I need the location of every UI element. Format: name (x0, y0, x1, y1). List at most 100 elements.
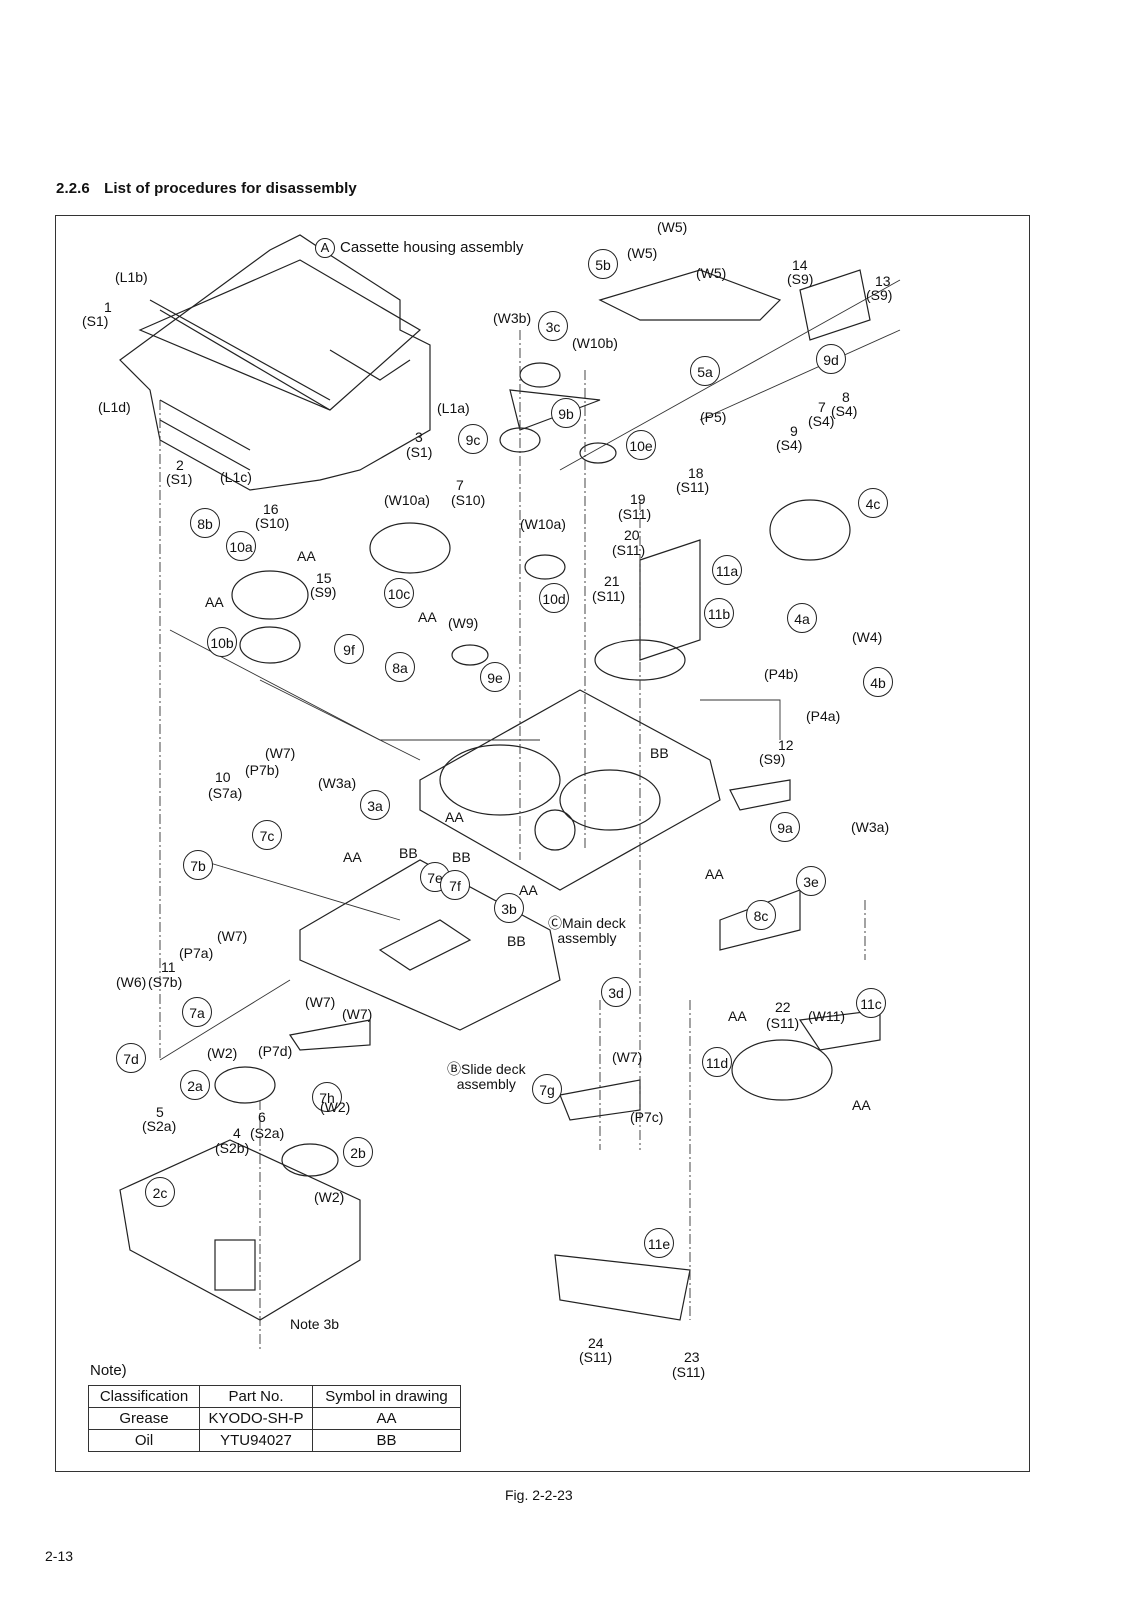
table-header-row: Classification Part No. Symbol in drawin… (88, 1385, 461, 1408)
table-row: Oil YTU94027 BB (88, 1429, 461, 1452)
cell-symbol: AA (312, 1407, 461, 1430)
cell-part-no: YTU94027 (199, 1429, 313, 1452)
gear-10b-top (231, 570, 309, 620)
label-bb-2: BB (452, 849, 471, 865)
label-w7-5: (W7) (612, 1049, 643, 1065)
cell-classification: Oil (88, 1429, 200, 1452)
label-screw-21-num: 21 (604, 573, 620, 589)
section-number: 2.2.6 (56, 180, 90, 197)
assembly-c-line2: assembly (557, 930, 617, 946)
label-screw-23: (S11) (672, 1364, 706, 1380)
label-aa-2: AA (205, 594, 224, 610)
page-number: 2-13 (45, 1548, 74, 1564)
label-bb-3: BB (650, 745, 669, 761)
callout-2c: 2c (145, 1177, 175, 1207)
label-w6: (W6) (116, 974, 147, 990)
drum-4c (769, 499, 851, 561)
part-11b (639, 539, 701, 661)
label-screw-1: (S1) (82, 313, 109, 329)
label-l1d: (L1d) (98, 399, 131, 415)
label-p7d: (P7d) (258, 1043, 293, 1059)
label-screw-20: (S11) (612, 542, 646, 558)
label-aa-3: AA (418, 609, 437, 625)
label-screw-12-num: 12 (778, 737, 794, 753)
label-w10a-1: (W10a) (384, 492, 430, 508)
label-aa-4: AA (445, 809, 464, 825)
callout-11c: 11c (856, 988, 886, 1018)
label-screw-18-num: 18 (688, 465, 704, 481)
callout-3e: 3e (796, 866, 826, 896)
label-screw-5: (S2a) (142, 1118, 177, 1134)
callout-11a: 11a (712, 555, 742, 585)
label-screw-14-num: 14 (792, 257, 808, 273)
label-p4b: (P4b) (764, 666, 799, 682)
callout-3b: 3b (494, 893, 524, 923)
section-heading: List of procedures for disassembly (104, 180, 357, 197)
label-w11: (W11) (808, 1008, 846, 1024)
label-screw-6: (S2a) (250, 1125, 285, 1141)
slide-deck-part (299, 859, 561, 1031)
callout-9e: 9e (480, 662, 510, 692)
label-note-3b: Note 3b (290, 1316, 340, 1332)
label-screw-3-num: 3 (415, 429, 423, 445)
label-l1a: (L1a) (437, 400, 470, 416)
label-screw-9: (S4) (776, 437, 803, 453)
label-screw-10-num: 10 (215, 769, 231, 785)
callout-9a: 9a (770, 812, 800, 842)
callout-4a: 4a (787, 603, 817, 633)
label-bb-1: BB (399, 845, 418, 861)
label-screw-7: (S10) (451, 492, 486, 508)
assembly-b-symbol: Ⓑ (447, 1061, 461, 1077)
label-screw-16: (S10) (255, 515, 290, 531)
label-w7-4: (W7) (342, 1006, 373, 1022)
label-screw-21: (S11) (592, 588, 626, 604)
label-w5-top: (W5) (657, 219, 688, 235)
callout-10a: 10a (226, 531, 256, 561)
gear-3c (519, 362, 561, 388)
callout-5a: 5a (690, 356, 720, 386)
callout-7h: 7h (312, 1082, 342, 1112)
callout-7b: 7b (183, 850, 213, 880)
label-screw-15-num: 15 (316, 570, 332, 586)
callout-8b: 8b (190, 508, 220, 538)
header-classification: Classification (88, 1385, 200, 1408)
part-8c (719, 889, 801, 951)
label-w5-left: (W5) (627, 245, 658, 261)
label-w3a-1: (W3a) (318, 775, 357, 791)
label-aa-1: AA (297, 548, 316, 564)
label-screw-6-num: 6 (258, 1109, 266, 1125)
label-screw-12: (S9) (759, 751, 786, 767)
label-screw-19-num: 19 (630, 491, 646, 507)
label-screw-15: (S9) (310, 584, 337, 600)
callout-9d: 9d (816, 344, 846, 374)
label-w4: (W4) (852, 629, 883, 645)
label-screw-18: (S11) (676, 479, 710, 495)
label-screw-7-s4-num: 7 (818, 399, 826, 415)
gear-10b (239, 626, 301, 664)
gear-2b (281, 1143, 339, 1177)
header-part-no: Part No. (199, 1385, 313, 1408)
label-p7b: (P7b) (245, 762, 280, 778)
label-screw-24-num: 24 (588, 1335, 604, 1351)
label-screw-19: (S11) (618, 506, 652, 522)
figure-caption: Fig. 2-2-23 (505, 1487, 573, 1503)
label-w9: (W9) (448, 615, 479, 631)
label-screw-13: (S9) (866, 287, 893, 303)
part-7h (288, 1019, 371, 1051)
callout-10e: 10e (626, 430, 656, 460)
label-w3a-2: (W3a) (851, 819, 890, 835)
label-p7c: (P7c) (630, 1109, 664, 1125)
label-screw-11-num: 11 (161, 959, 176, 975)
lubricant-table: Classification Part No. Symbol in drawin… (88, 1385, 461, 1452)
section-title: 2.2.6 List of procedures for disassembly (56, 180, 357, 197)
gear-11d (731, 1039, 833, 1101)
callout-9b: 9b (551, 398, 581, 428)
label-l1c: (L1c) (220, 469, 252, 485)
gear-10e (579, 442, 617, 464)
label-screw-8-num: 8 (842, 389, 850, 405)
label-screw-7-num: 7 (456, 477, 464, 493)
label-screw-13-num: 13 (875, 273, 891, 289)
cell-classification: Grease (88, 1407, 200, 1430)
label-screw-20-num: 20 (624, 527, 640, 543)
callout-2a: 2a (180, 1070, 210, 1100)
